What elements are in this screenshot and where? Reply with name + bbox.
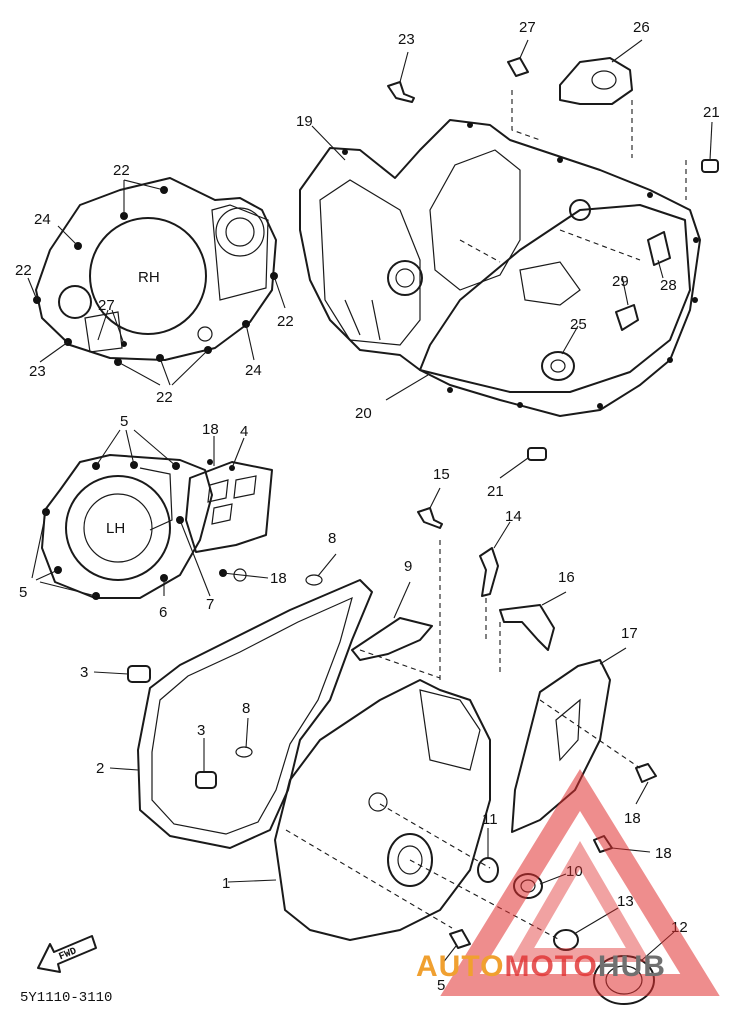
callout-24: 24: [245, 362, 262, 379]
watermark-text-moto: MOTO: [504, 950, 597, 983]
callout-22: 22: [113, 162, 130, 179]
callout-23: 23: [398, 31, 415, 48]
callout-18: 18: [655, 845, 672, 862]
callout-22: 22: [156, 389, 173, 406]
rh-crankcase-cover-view: RH: [27, 177, 286, 386]
callout-21: 21: [703, 104, 720, 121]
callout-23: 23: [29, 363, 46, 380]
callout-27: 27: [98, 297, 115, 314]
lh-cover-label: LH: [106, 520, 125, 537]
callout-8: 8: [242, 700, 250, 717]
callout-8: 8: [328, 530, 336, 547]
callout-13: 13: [617, 893, 634, 910]
callout-numbers: 23 27 26 21 19 22 24 22 28 29 27 22 25 2…: [15, 19, 720, 994]
callout-18: 18: [624, 810, 641, 827]
callout-5: 5: [120, 413, 128, 430]
callout-7: 7: [206, 596, 214, 613]
callout-1: 1: [222, 875, 230, 892]
callout-11: 11: [482, 811, 498, 828]
callout-22: 22: [277, 313, 294, 330]
callout-25: 25: [570, 316, 587, 333]
callout-9: 9: [404, 558, 412, 575]
automotohub-watermark: AUTOMOTOHUB: [416, 769, 720, 996]
callout-27: 27: [519, 19, 536, 36]
callout-28: 28: [660, 277, 677, 294]
callout-22: 22: [15, 262, 32, 279]
callout-26: 26: [633, 19, 650, 36]
callout-4: 4: [240, 423, 248, 440]
callout-18: 18: [270, 570, 287, 587]
forward-arrow-icon: FWD: [37, 935, 97, 973]
lower-cover-assembly: [93, 487, 675, 1005]
callout-21: 21: [487, 483, 504, 500]
crankcase-assembly: [299, 39, 719, 479]
watermark-text-auto: AUTO: [416, 950, 504, 983]
callout-29: 29: [612, 273, 629, 290]
callout-17: 17: [621, 625, 638, 642]
callout-15: 15: [433, 466, 450, 483]
lh-crankcase-cover-view: LH: [31, 429, 273, 600]
callout-6: 6: [159, 604, 167, 621]
rh-cover-label: RH: [138, 269, 160, 286]
callout-5: 5: [437, 977, 445, 994]
callout-16: 16: [558, 569, 575, 586]
watermark-text-hub: HUB: [598, 950, 666, 983]
svg-text:AUTOMOTOHUB: AUTOMOTOHUB: [416, 950, 666, 983]
callout-2: 2: [96, 760, 104, 777]
callout-3: 3: [197, 722, 205, 739]
callout-14: 14: [505, 508, 522, 525]
callout-18: 18: [202, 421, 219, 438]
callout-10: 10: [566, 863, 583, 880]
reference-code: 5Y1110-3110: [20, 990, 112, 1006]
callout-3: 3: [80, 664, 88, 681]
callout-20: 20: [355, 405, 372, 422]
callout-19: 19: [296, 113, 313, 130]
callout-5: 5: [19, 584, 27, 601]
callout-24: 24: [34, 211, 51, 228]
